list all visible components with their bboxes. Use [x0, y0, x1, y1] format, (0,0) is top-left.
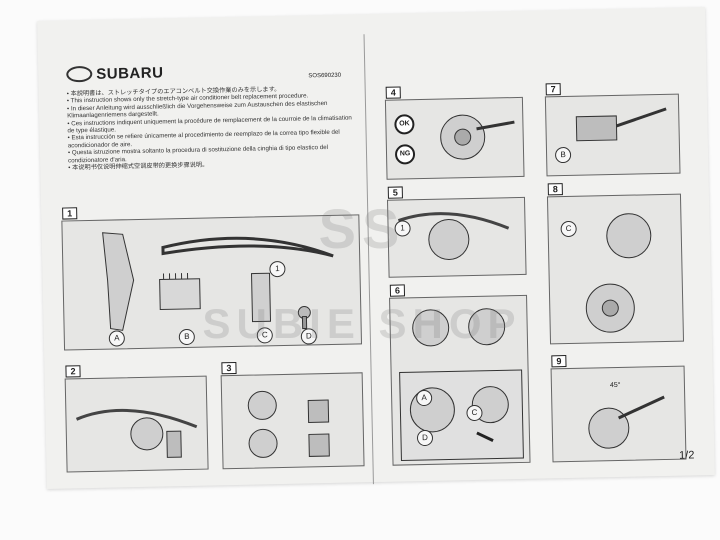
step-number: 4	[385, 86, 401, 99]
step-5-panel: 5 1	[386, 186, 527, 278]
pulley-alignment-illustration	[585, 213, 652, 333]
angle-label: 45°	[609, 381, 621, 390]
step-number: 9	[551, 355, 567, 368]
step-4-panel: 4 OK NG	[384, 86, 525, 180]
step-3-panel: 3	[220, 361, 365, 470]
tensioner-illustration	[575, 107, 667, 142]
page-number: 1/2	[678, 449, 695, 462]
subaru-emblem-icon	[66, 65, 93, 83]
step-2-panel: 2	[64, 365, 209, 473]
brand-name: SUBARU	[96, 64, 164, 83]
step-9-panel: 9 45°	[550, 355, 687, 463]
step-number: 7	[545, 83, 561, 96]
tool-fit-illustration	[440, 114, 515, 160]
belt-install-illustration	[397, 212, 510, 260]
doc-number: SOS690230	[308, 72, 342, 80]
step-7-panel: 7 B	[544, 83, 681, 177]
step-number: 8	[547, 183, 563, 196]
step-number: 5	[387, 186, 403, 199]
engine-front-illustration	[399, 308, 524, 462]
step-number: 3	[221, 361, 237, 375]
pulley-illustration	[247, 390, 330, 458]
step-6-panel: 6 A C D	[389, 284, 531, 466]
step-number: 2	[65, 365, 81, 378]
brand-logo: SUBARU	[66, 64, 164, 83]
step-number: 1	[62, 207, 78, 220]
tighten-illustration	[588, 395, 665, 449]
step-8-panel: 8 C	[546, 183, 685, 345]
center-fold	[363, 34, 374, 485]
step-number: 6	[389, 284, 406, 297]
step-1-panel: 1 A B C D 1	[61, 207, 363, 351]
instruction-sheet: SUBARU SOS690230 本説明書は、ストレッチタイプのエアコンベルト交…	[37, 7, 715, 489]
instruction-text: 本説明書は、ストレッチタイプのエアコンベルト交換作業のみを示します。 This …	[67, 84, 359, 172]
tools-illustration	[102, 232, 334, 331]
belt-removal-illustration	[75, 408, 198, 458]
